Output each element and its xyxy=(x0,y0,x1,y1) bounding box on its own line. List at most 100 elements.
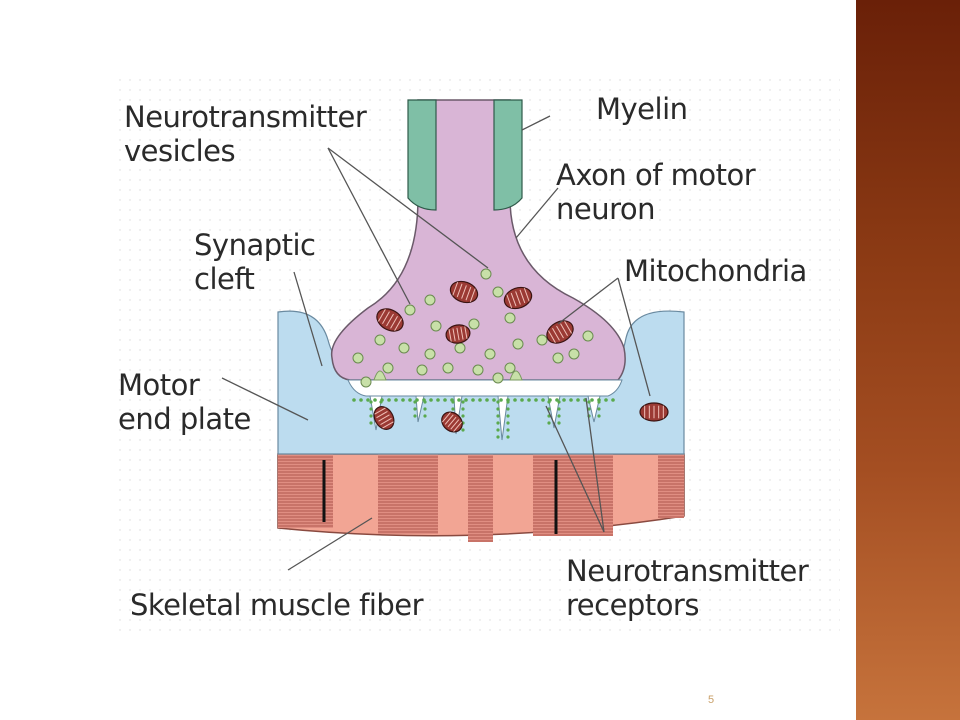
mitochondrion xyxy=(639,402,669,422)
vesicle xyxy=(552,352,564,364)
receptor-dot xyxy=(443,398,447,402)
label-neurotransmitter-vesicles: Neurotransmitter vesicles xyxy=(124,100,367,168)
label-line: neuron xyxy=(556,192,656,226)
label-line: Synaptic xyxy=(194,228,316,262)
vesicle xyxy=(504,362,516,374)
receptor-dot xyxy=(506,400,510,404)
receptor-dot xyxy=(569,398,573,402)
receptor-dot xyxy=(506,414,510,418)
receptor-dot xyxy=(359,398,363,402)
vesicle xyxy=(382,362,394,374)
vesicle xyxy=(360,376,372,388)
receptor-dot xyxy=(496,435,500,439)
label-line: cleft xyxy=(194,262,255,296)
receptor-dot xyxy=(604,398,608,402)
vesicle xyxy=(424,294,436,306)
receptor-dot xyxy=(562,398,566,402)
label-line: Neurotransmitter xyxy=(124,100,367,134)
vesicle xyxy=(424,348,436,360)
receptor-dot xyxy=(557,421,561,425)
label-line: Skeletal muscle fiber xyxy=(130,588,424,622)
vesicle xyxy=(398,342,410,354)
mitochondrion xyxy=(373,406,395,430)
label-line: vesicles xyxy=(124,134,236,168)
receptor-dot xyxy=(464,398,468,402)
receptor-dot xyxy=(461,400,465,404)
receptor-dot xyxy=(547,421,551,425)
receptor-dot xyxy=(478,398,482,402)
receptor-dot xyxy=(413,407,417,411)
receptor-dot xyxy=(485,398,489,402)
vesicle xyxy=(568,348,580,360)
vesicle xyxy=(442,362,454,374)
receptor-dot xyxy=(369,400,373,404)
vesicle xyxy=(416,364,428,376)
vesicle xyxy=(536,334,548,346)
mitochondria-group xyxy=(373,280,669,433)
receptor-dot xyxy=(506,421,510,425)
vesicle xyxy=(484,348,496,360)
receptor-dot xyxy=(534,398,538,402)
receptor-dot xyxy=(576,398,580,402)
label-axon-of-motor-neuron: Axon of motor neuron xyxy=(556,158,756,226)
receptor-dot xyxy=(369,407,373,411)
vesicle xyxy=(374,334,386,346)
mitochondrion xyxy=(445,324,471,344)
vesicle xyxy=(352,352,364,364)
receptor-dot xyxy=(451,400,455,404)
receptor-dot xyxy=(492,398,496,402)
receptor-dot xyxy=(394,398,398,402)
receptor-dot xyxy=(520,398,524,402)
receptor-dot xyxy=(557,407,561,411)
myelin-sheath-right xyxy=(493,99,523,211)
receptor-dot xyxy=(461,407,465,411)
receptor-dot xyxy=(513,398,517,402)
receptor-dot xyxy=(499,398,503,402)
receptor-dot xyxy=(506,435,510,439)
label-line: Motor xyxy=(118,368,200,402)
vesicle xyxy=(454,342,466,354)
label-synaptic-cleft: Synaptic cleft xyxy=(194,228,316,296)
receptor-dot xyxy=(597,400,601,404)
neuromuscular-junction-diagram xyxy=(118,78,840,634)
receptor-dot xyxy=(423,400,427,404)
receptor-dot xyxy=(496,400,500,404)
receptor-dot xyxy=(373,398,377,402)
receptor-dot xyxy=(496,428,500,432)
receptor-dot xyxy=(541,398,545,402)
receptor-dot xyxy=(408,398,412,402)
mitochondrion xyxy=(441,411,463,433)
receptor-dot xyxy=(611,398,615,402)
receptor-dot xyxy=(423,407,427,411)
receptor-dot xyxy=(436,398,440,402)
receptor-dot xyxy=(366,398,370,402)
mitochondrion xyxy=(376,308,404,332)
receptor-dot xyxy=(590,398,594,402)
receptor-dot xyxy=(461,428,465,432)
receptor-dot xyxy=(379,400,383,404)
label-line: end plate xyxy=(118,402,251,436)
vesicle xyxy=(492,286,504,298)
receptor-dot xyxy=(413,414,417,418)
decorative-side-band xyxy=(856,0,960,720)
receptor-dot xyxy=(547,400,551,404)
receptor-dot xyxy=(471,398,475,402)
label-myelin: Myelin xyxy=(596,92,688,126)
vesicle xyxy=(492,372,504,384)
vesicle xyxy=(582,330,594,342)
synapse-figure: Neurotransmitter vesicles Myelin Axon of… xyxy=(118,78,840,634)
mitochondrion xyxy=(546,320,574,344)
label-neurotransmitter-receptors: Neurotransmitter receptors xyxy=(566,554,809,622)
receptor-dot xyxy=(597,407,601,411)
receptor-dot xyxy=(597,414,601,418)
label-line: Neurotransmitter xyxy=(566,554,809,588)
label-mitochondria: Mitochondria xyxy=(624,254,807,288)
receptor-dot xyxy=(387,398,391,402)
mitochondrion xyxy=(503,286,533,310)
receptor-dot xyxy=(587,400,591,404)
receptor-dot xyxy=(527,398,531,402)
page-number: 5 xyxy=(708,694,715,706)
receptor-dot xyxy=(413,400,417,404)
label-skeletal-muscle-fiber: Skeletal muscle fiber xyxy=(130,588,424,622)
receptor-dot xyxy=(557,414,561,418)
